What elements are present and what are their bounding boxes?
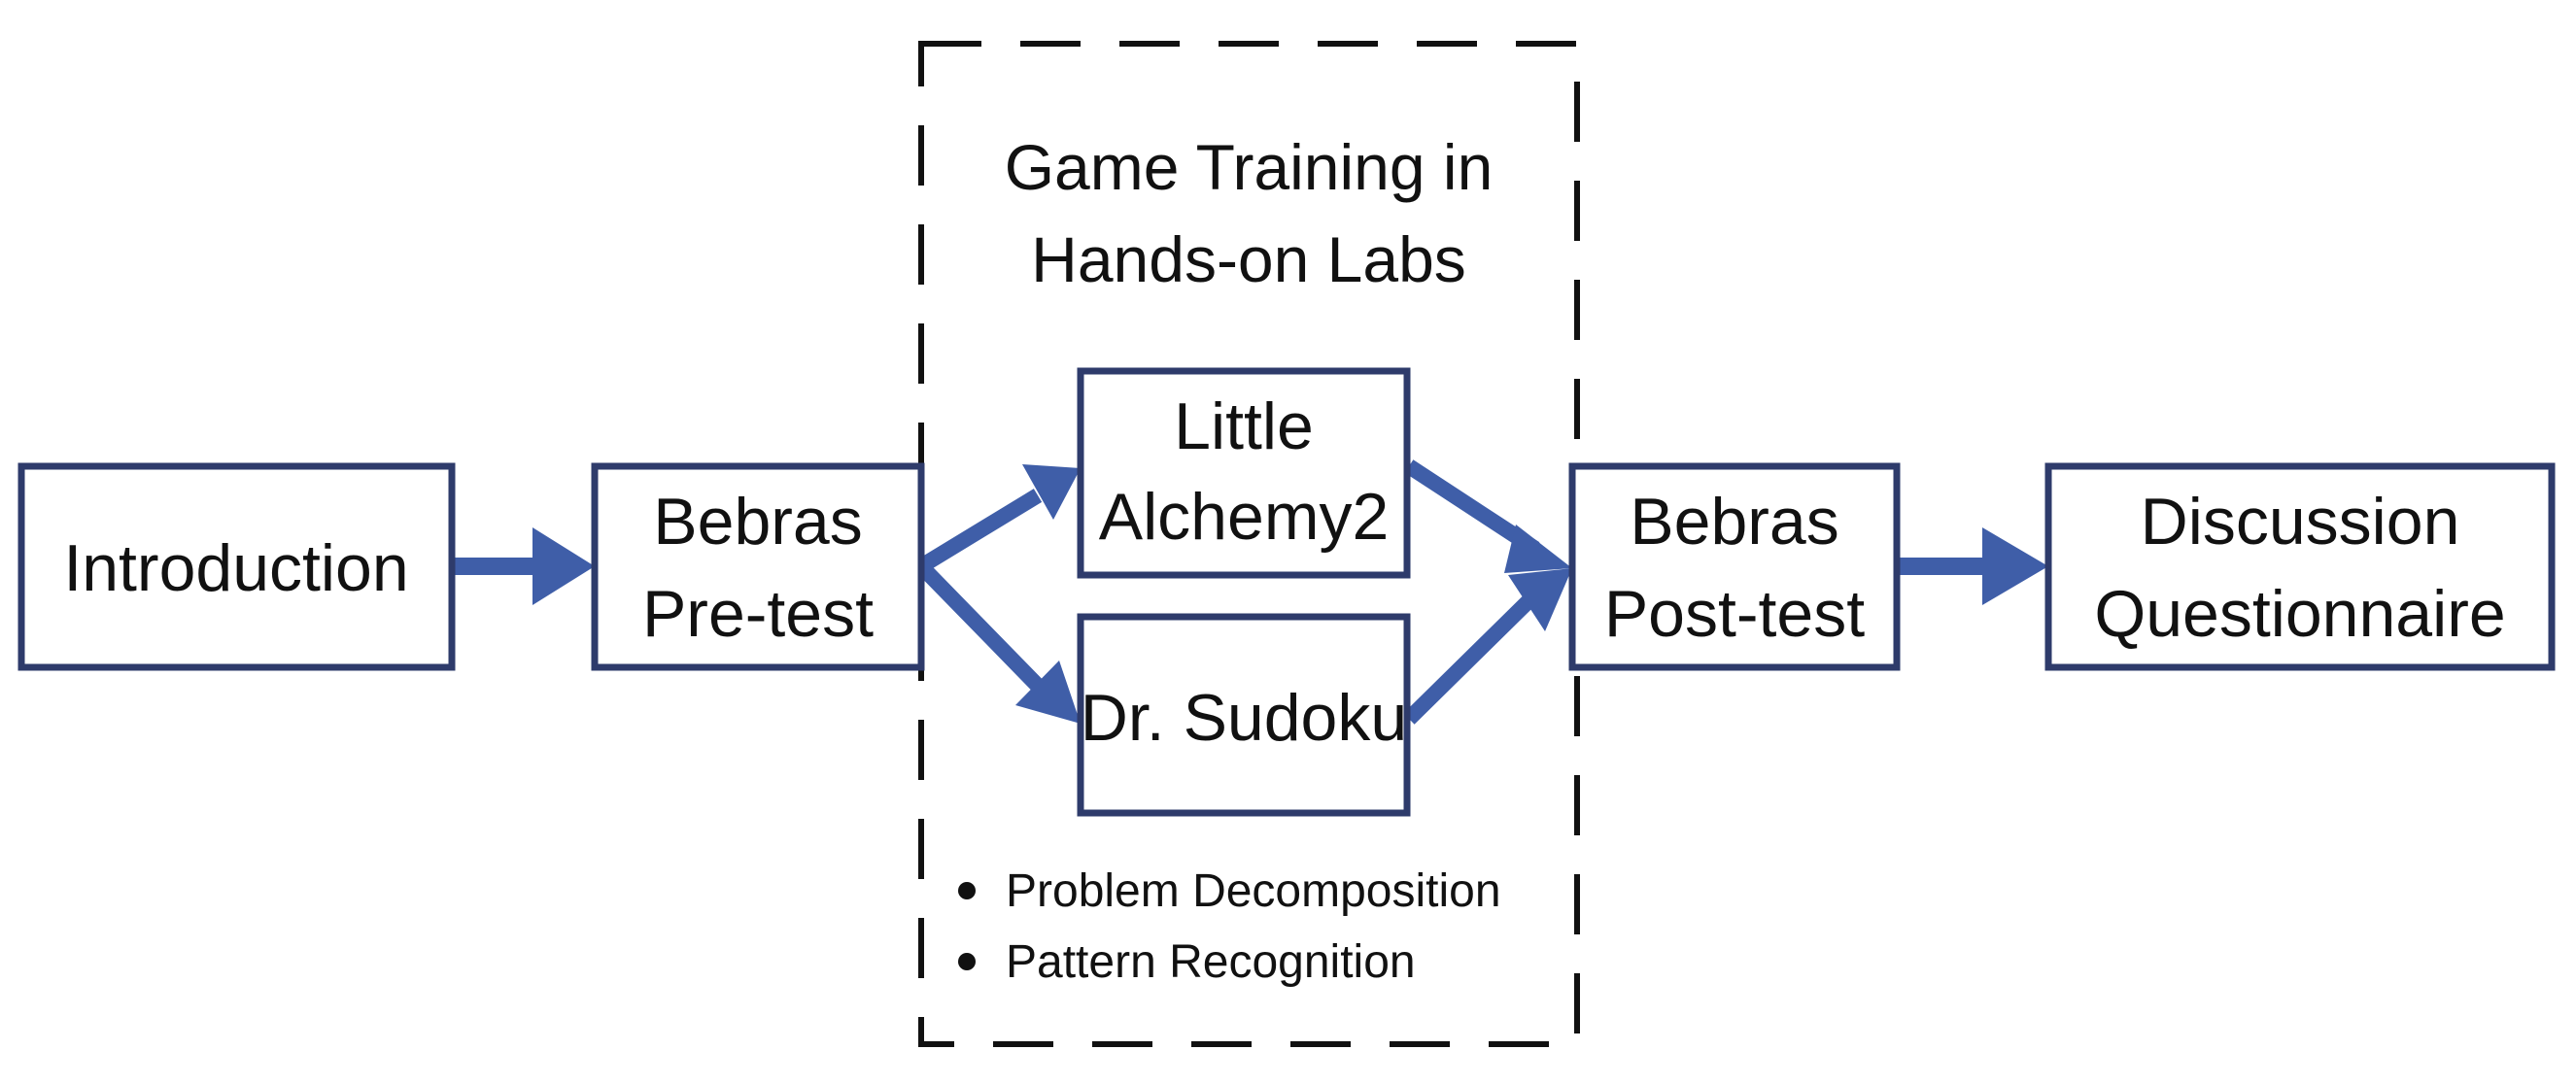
arrow-pretest-to-sudoku-head bbox=[1015, 661, 1081, 724]
arrow-pretest-to-sudoku-shaft bbox=[915, 560, 1044, 692]
posttest-label-line2: Post-test bbox=[1604, 577, 1865, 651]
dr-sudoku-node: Dr. Sudoku bbox=[1077, 613, 1411, 817]
dr-sudoku-box bbox=[1077, 613, 1411, 817]
pretest-label-line1: Bebras bbox=[653, 485, 862, 559]
arrow-sudoku-to-posttest-shaft bbox=[1403, 589, 1541, 725]
pretest-box bbox=[591, 462, 925, 671]
arrow-alchemy-to-posttest-head bbox=[1504, 525, 1572, 573]
bullet-problem-decomposition: Problem Decomposition bbox=[1006, 865, 1501, 917]
posttest-node: Bebras Post-test bbox=[1568, 462, 1901, 671]
introduction-node: Introduction bbox=[17, 462, 456, 671]
little-alchemy-node: Little Alchemy2 bbox=[1077, 367, 1411, 579]
bullet-pattern-recognition: Pattern Recognition bbox=[1006, 936, 1416, 988]
dr-sudoku-label: Dr. Sudoku bbox=[1081, 681, 1407, 755]
discussion-box bbox=[2044, 462, 2556, 671]
arrow-posttest-to-discussion-head bbox=[1982, 527, 2048, 605]
arrow-sudoku-to-posttest-head bbox=[1508, 568, 1572, 631]
posttest-label-line1: Bebras bbox=[1630, 485, 1838, 559]
introduction-box bbox=[17, 462, 456, 671]
discussion-label-line2: Questionnaire bbox=[2094, 577, 2505, 651]
arrows bbox=[452, 459, 2048, 725]
arrow-pretest-to-alchemy-shaft bbox=[916, 489, 1043, 573]
arrow-intro-to-pretest-head bbox=[532, 527, 595, 605]
bullet-dot-2 bbox=[958, 953, 976, 970]
arrow-pretest-to-alchemy-head bbox=[1022, 464, 1081, 520]
pretest-node: Bebras Pre-test bbox=[591, 462, 925, 671]
discussion-label-line1: Discussion bbox=[2141, 485, 2460, 559]
pretest-label-line2: Pre-test bbox=[642, 577, 874, 651]
little-alchemy-label-line2: Alchemy2 bbox=[1099, 480, 1390, 554]
training-title-line2: Hands-on Labs bbox=[1031, 223, 1466, 295]
little-alchemy-box bbox=[1077, 367, 1411, 579]
posttest-box bbox=[1568, 462, 1901, 671]
little-alchemy-label-line1: Little bbox=[1174, 390, 1314, 463]
discussion-node: Discussion Questionnaire bbox=[2044, 462, 2556, 671]
training-title-line1: Game Training in bbox=[1005, 131, 1494, 203]
introduction-label: Introduction bbox=[63, 531, 408, 605]
bullet-dot-1 bbox=[958, 882, 976, 899]
game-training-group: Game Training in Hands-on Labs Problem D… bbox=[918, 41, 1580, 1047]
